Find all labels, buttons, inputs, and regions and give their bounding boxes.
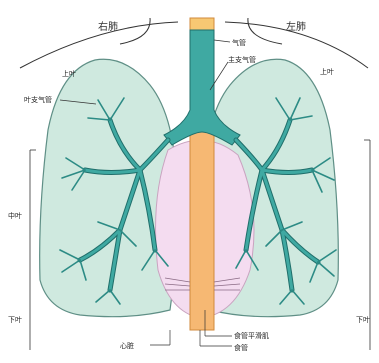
- right-lower-lobe-label: 下叶: [8, 315, 22, 324]
- esophagus-label: 食管: [234, 343, 248, 352]
- right-top-bracket: [120, 18, 150, 44]
- trachea-label: 气管: [232, 38, 246, 47]
- heart-label: 心脏: [120, 341, 134, 350]
- left-upper-lobe-label: 上叶: [320, 67, 334, 76]
- right-lung: [40, 59, 177, 316]
- esophagus-muscle-label: 食管平滑肌: [234, 331, 269, 340]
- lobar-bronchus-label: 叶支气管: [24, 95, 52, 104]
- main-bronchus-label: 主支气管: [228, 55, 256, 64]
- middle-lobe-label: 中叶: [8, 211, 22, 220]
- esophagus: [190, 130, 214, 330]
- left-top-bracket: [248, 18, 282, 44]
- right-upper-lobe-label: 上叶: [62, 69, 76, 78]
- right-lung-label: 右肺: [98, 20, 118, 33]
- left-lung-label: 左肺: [286, 20, 306, 33]
- left-lower-lobe-label: 下叶: [356, 315, 370, 324]
